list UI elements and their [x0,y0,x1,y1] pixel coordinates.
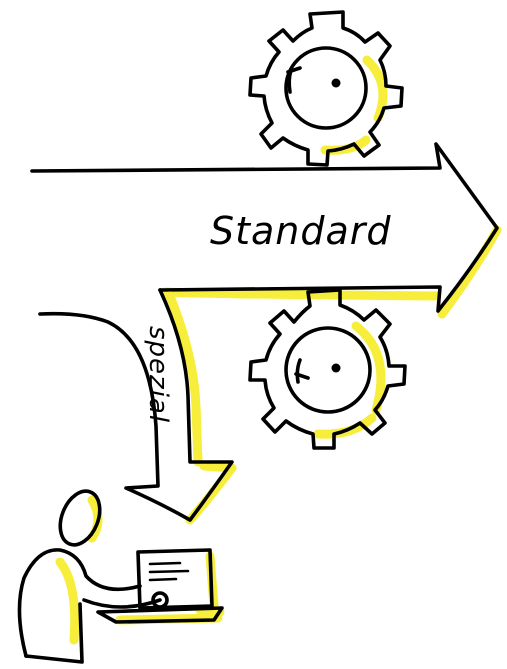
bottom-gear-icon [248,288,407,450]
standard-arrow [30,142,502,319]
spezial-arrow [38,288,237,525]
top-gear-icon [248,10,404,167]
laptop-icon [96,548,224,625]
person-icon [17,489,225,664]
standard-label: Standard [210,209,392,253]
spezial-label: spezial [143,326,173,423]
